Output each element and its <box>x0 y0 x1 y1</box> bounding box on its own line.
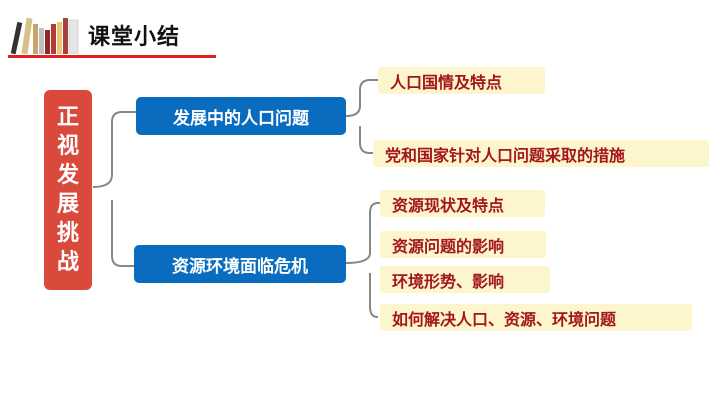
leaf-item: 资源问题的影响 <box>380 231 546 258</box>
branch-resources-environment: 资源环境面临危机 <box>134 245 346 283</box>
root-node: 正 视 发 展 挑 战 <box>44 90 92 290</box>
leaf-item: 如何解决人口、资源、环境问题 <box>380 304 692 331</box>
root-char: 展 <box>56 192 79 217</box>
leaf-item: 人口国情及特点 <box>378 67 545 94</box>
leaf-item: 党和国家针对人口问题采取的措施 <box>373 140 709 167</box>
root-char: 正 <box>56 105 79 130</box>
root-char: 挑 <box>56 221 79 246</box>
books-logo-icon <box>10 17 79 54</box>
leaf-item: 资源现状及特点 <box>380 190 545 217</box>
root-char: 战 <box>56 250 79 275</box>
root-char: 视 <box>56 134 79 159</box>
leaf-item: 环境形势、影响 <box>380 266 550 293</box>
root-char: 发 <box>56 163 79 188</box>
branch-population: 发展中的人口问题 <box>136 97 346 135</box>
title-underline <box>8 55 216 58</box>
page-title: 课堂小结 <box>88 25 181 50</box>
